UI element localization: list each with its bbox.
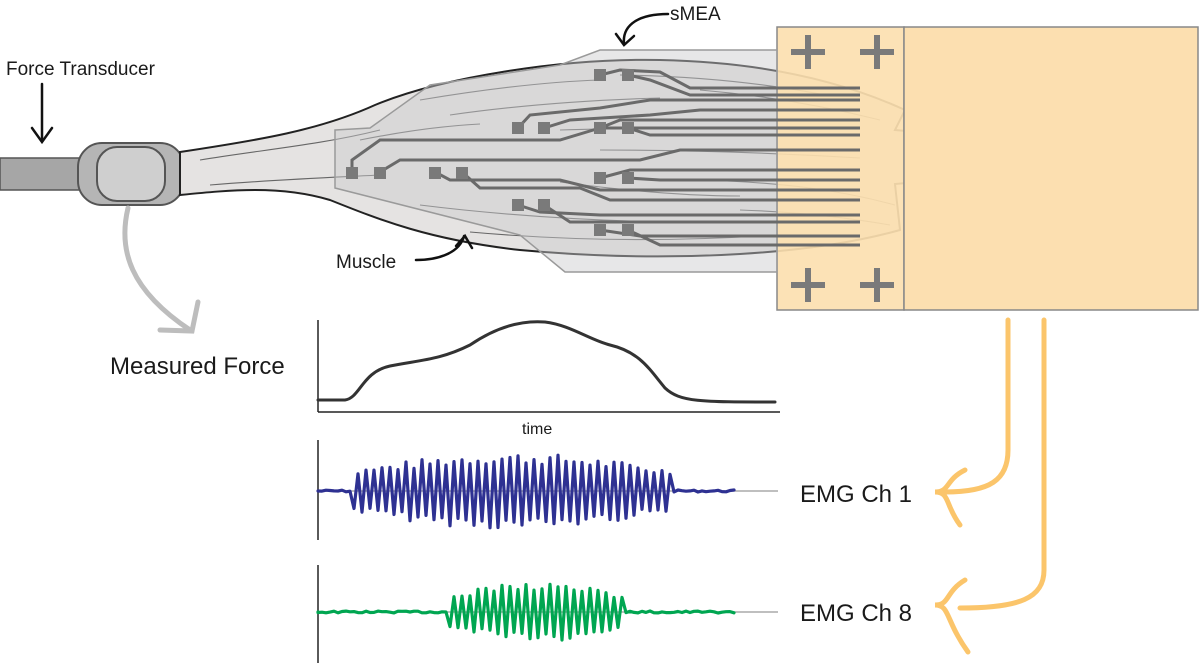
force-plot xyxy=(316,320,780,413)
plus-icon xyxy=(791,35,825,69)
force-arrow xyxy=(122,205,201,334)
emg-arrows xyxy=(934,317,1047,655)
emg-ch8-label: EMG Ch 8 xyxy=(800,600,912,627)
smea-traces xyxy=(350,68,860,247)
connector-right xyxy=(903,26,1199,311)
transducer-clamp-inner xyxy=(96,146,166,202)
force-transducer xyxy=(0,142,185,206)
muscle-fibers xyxy=(199,74,896,241)
plus-marks xyxy=(791,35,894,302)
emg-ch1-label: EMG Ch 1 xyxy=(800,481,912,508)
pointer-arrows xyxy=(30,12,670,262)
plus-icon xyxy=(860,35,894,69)
force-trace xyxy=(316,320,777,404)
smea-label: sMEA xyxy=(670,4,721,25)
emg-ch1-trace xyxy=(316,453,736,530)
measured-force-label: Measured Force xyxy=(110,353,285,380)
time-axis-label: time xyxy=(522,421,552,438)
plus-icon xyxy=(860,268,894,302)
smea-electrodes xyxy=(346,69,634,236)
smea-array xyxy=(334,49,860,273)
plus-icon xyxy=(791,268,825,302)
force-transducer-label: Force Transducer xyxy=(6,59,156,80)
smea-arrow xyxy=(622,12,670,46)
muscle-label: Muscle xyxy=(336,252,396,273)
emg-ch8-plot xyxy=(316,565,778,663)
emg-ch1-plot xyxy=(316,440,778,540)
emg-ch8-trace xyxy=(316,582,736,642)
